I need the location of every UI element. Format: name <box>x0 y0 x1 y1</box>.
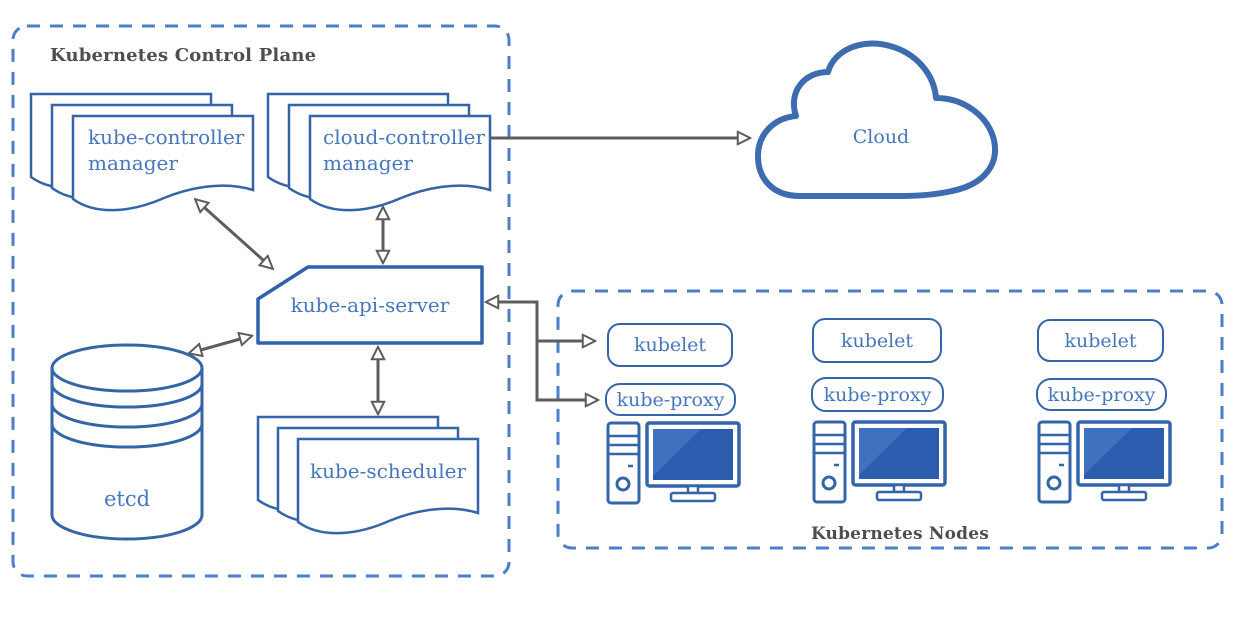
computer-icon <box>1037 420 1172 504</box>
kube-proxy-pill: kube-proxy <box>605 383 736 416</box>
kube-api-server-label: kube-api-server <box>290 293 450 317</box>
kubelet-pill: kubelet <box>607 323 733 367</box>
etcd-shape <box>50 343 204 541</box>
etcd-label: etcd <box>103 487 151 511</box>
kubelet-pill: kubelet <box>1037 319 1164 362</box>
nodes-title: Kubernetes Nodes <box>810 524 990 544</box>
edge-kcm-apiserver <box>196 200 272 268</box>
kube-proxy-pill: kube-proxy <box>811 377 944 412</box>
computer-icon <box>606 421 741 505</box>
cloud-controller-manager-label: cloud-controller manager <box>323 125 486 176</box>
kubernetes-nodes-box <box>556 289 1224 550</box>
cloud-shape <box>755 40 998 199</box>
kube-proxy-pill: kube-proxy <box>1036 378 1167 411</box>
computer-icon <box>812 420 947 504</box>
control-plane-box <box>11 24 511 578</box>
edge-etcd-apiserver <box>190 336 251 353</box>
kube-scheduler-label: kube-scheduler <box>309 459 467 483</box>
edge-apiserver-kubeproxy <box>487 302 597 400</box>
kubelet-pill: kubelet <box>812 318 942 363</box>
kube-controller-manager-label: kube-controller manager <box>88 125 245 176</box>
connector-arrows <box>190 138 749 413</box>
kube-api-server-shape <box>256 265 484 345</box>
cloud-label: Cloud <box>852 126 910 148</box>
control-plane-title: Kubernetes Control Plane <box>50 45 317 66</box>
